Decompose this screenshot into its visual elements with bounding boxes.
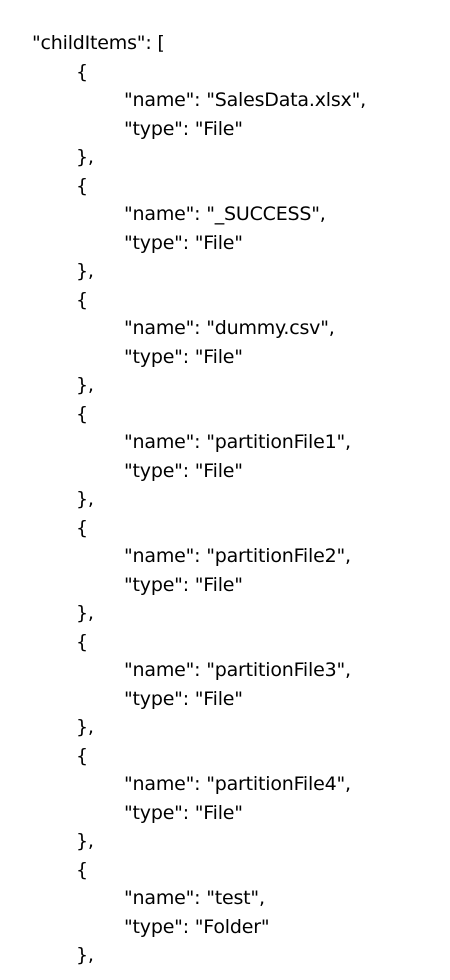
json-object: { "name": "dummy.csv", "type": "File"}, [32, 286, 450, 400]
close-brace: }, [76, 716, 94, 738]
type-field: "type": "File" [124, 231, 243, 254]
open-brace: { [76, 858, 88, 881]
name-field: "name": "SalesData.xlsx", [124, 89, 366, 111]
type-field: "type": "File" [124, 117, 243, 140]
child-items-header: "childItems": [ [32, 32, 165, 54]
json-object: { "name": "partitionFile1", "type": "File"… [32, 400, 450, 514]
type-field: "type": "Folder" [124, 915, 270, 938]
json-object: { "name": "_SUCCESS", "type": "File"}, [32, 172, 450, 286]
name-field: "name": "_SUCCESS", [124, 203, 326, 225]
name-field: "name": "partitionFile1", [124, 431, 351, 453]
close-brace: }, [76, 944, 94, 966]
open-brace: { [76, 174, 88, 197]
name-field: "name": "test", [124, 887, 265, 909]
open-brace: { [76, 60, 88, 83]
close-brace: }, [76, 260, 94, 282]
close-brace: }, [76, 488, 94, 510]
close-brace: }, [76, 830, 94, 852]
open-brace: { [76, 744, 88, 767]
name-field: "name": "partitionFile4", [124, 773, 351, 795]
json-object: { "name": "partitionFile3", "type": "File"… [32, 628, 450, 742]
json-object: { "name": "test", "type": "Folder"}, [32, 856, 450, 970]
name-field: "name": "dummy.csv", [124, 317, 335, 339]
type-field: "type": "File" [124, 801, 243, 824]
child-items-list: { "name": "SalesData.xlsx", "type": "File"… [32, 58, 450, 970]
open-brace: { [76, 288, 88, 311]
open-brace: { [76, 630, 88, 653]
open-brace: { [76, 402, 88, 425]
type-field: "type": "File" [124, 459, 243, 482]
close-brace: }, [76, 146, 94, 168]
json-object: { "name": "SalesData.xlsx", "type": "File"… [32, 58, 450, 172]
type-field: "type": "File" [124, 573, 243, 596]
type-field: "type": "File" [124, 687, 243, 710]
name-field: "name": "partitionFile2", [124, 545, 351, 567]
open-brace: { [76, 516, 88, 539]
name-field: "name": "partitionFile3", [124, 659, 351, 681]
json-document: "childItems": [ { "name": "SalesData.xlsx… [32, 29, 450, 970]
close-brace: }, [76, 602, 94, 624]
type-field: "type": "File" [124, 345, 243, 368]
close-brace: }, [76, 374, 94, 396]
json-object: { "name": "partitionFile4", "type": "File"… [32, 742, 450, 856]
json-object: { "name": "partitionFile2", "type": "File"… [32, 514, 450, 628]
